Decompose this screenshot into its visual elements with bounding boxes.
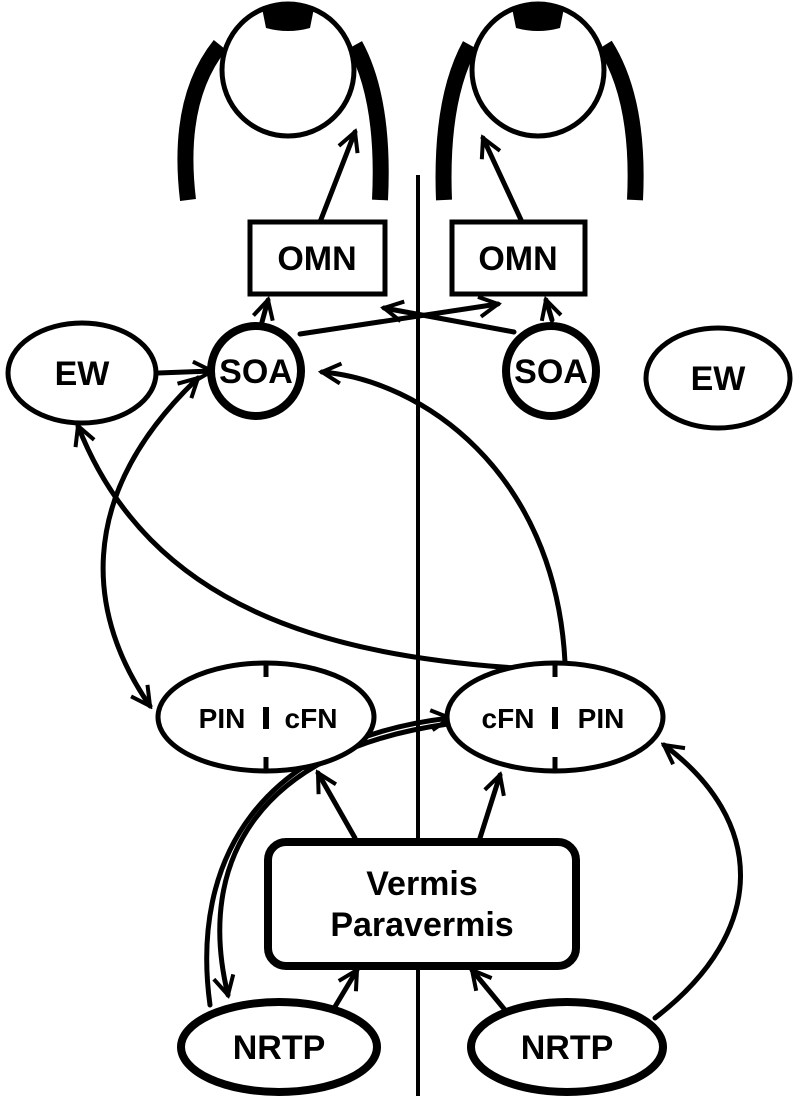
fn-right: cFN PIN: [444, 660, 666, 774]
omn-left-label: OMN: [277, 240, 356, 278]
nrtp-left-label: NRTP: [233, 1029, 326, 1067]
paravermis-label: Paravermis: [330, 906, 513, 944]
soa-left-label: SOA: [219, 353, 293, 391]
nrtp-left: NRTP: [177, 998, 381, 1096]
ew-left-label: EW: [55, 355, 111, 393]
ew-right-label: EW: [691, 360, 747, 398]
fn-left-cfn-label: cFN: [285, 703, 338, 734]
connections: [78, 132, 743, 1021]
ew-right: EW: [643, 325, 793, 431]
right-eye-icon: [435, 1, 644, 201]
fn-right-cfn-label: cFN: [482, 703, 535, 734]
omn-right: OMN: [449, 219, 588, 297]
fn-left: PIN cFN: [155, 660, 377, 774]
fn-right-pin-label: PIN: [578, 703, 625, 734]
vermis-label: Vermis: [366, 865, 478, 903]
omn-left: OMN: [247, 219, 388, 297]
fn-left-pin-label: PIN: [199, 703, 246, 734]
soa-right-label: SOA: [514, 353, 588, 391]
left-eye-icon: [177, 1, 389, 201]
soa-right: SOA: [502, 322, 600, 420]
soa-left: SOA: [207, 322, 305, 420]
vermis-paravermis: Vermis Paravermis: [264, 838, 580, 970]
omn-right-label: OMN: [478, 240, 557, 278]
nrtp-right: NRTP: [467, 998, 667, 1096]
nrtp-right-label: NRTP: [521, 1029, 614, 1067]
ew-left: EW: [5, 320, 159, 426]
